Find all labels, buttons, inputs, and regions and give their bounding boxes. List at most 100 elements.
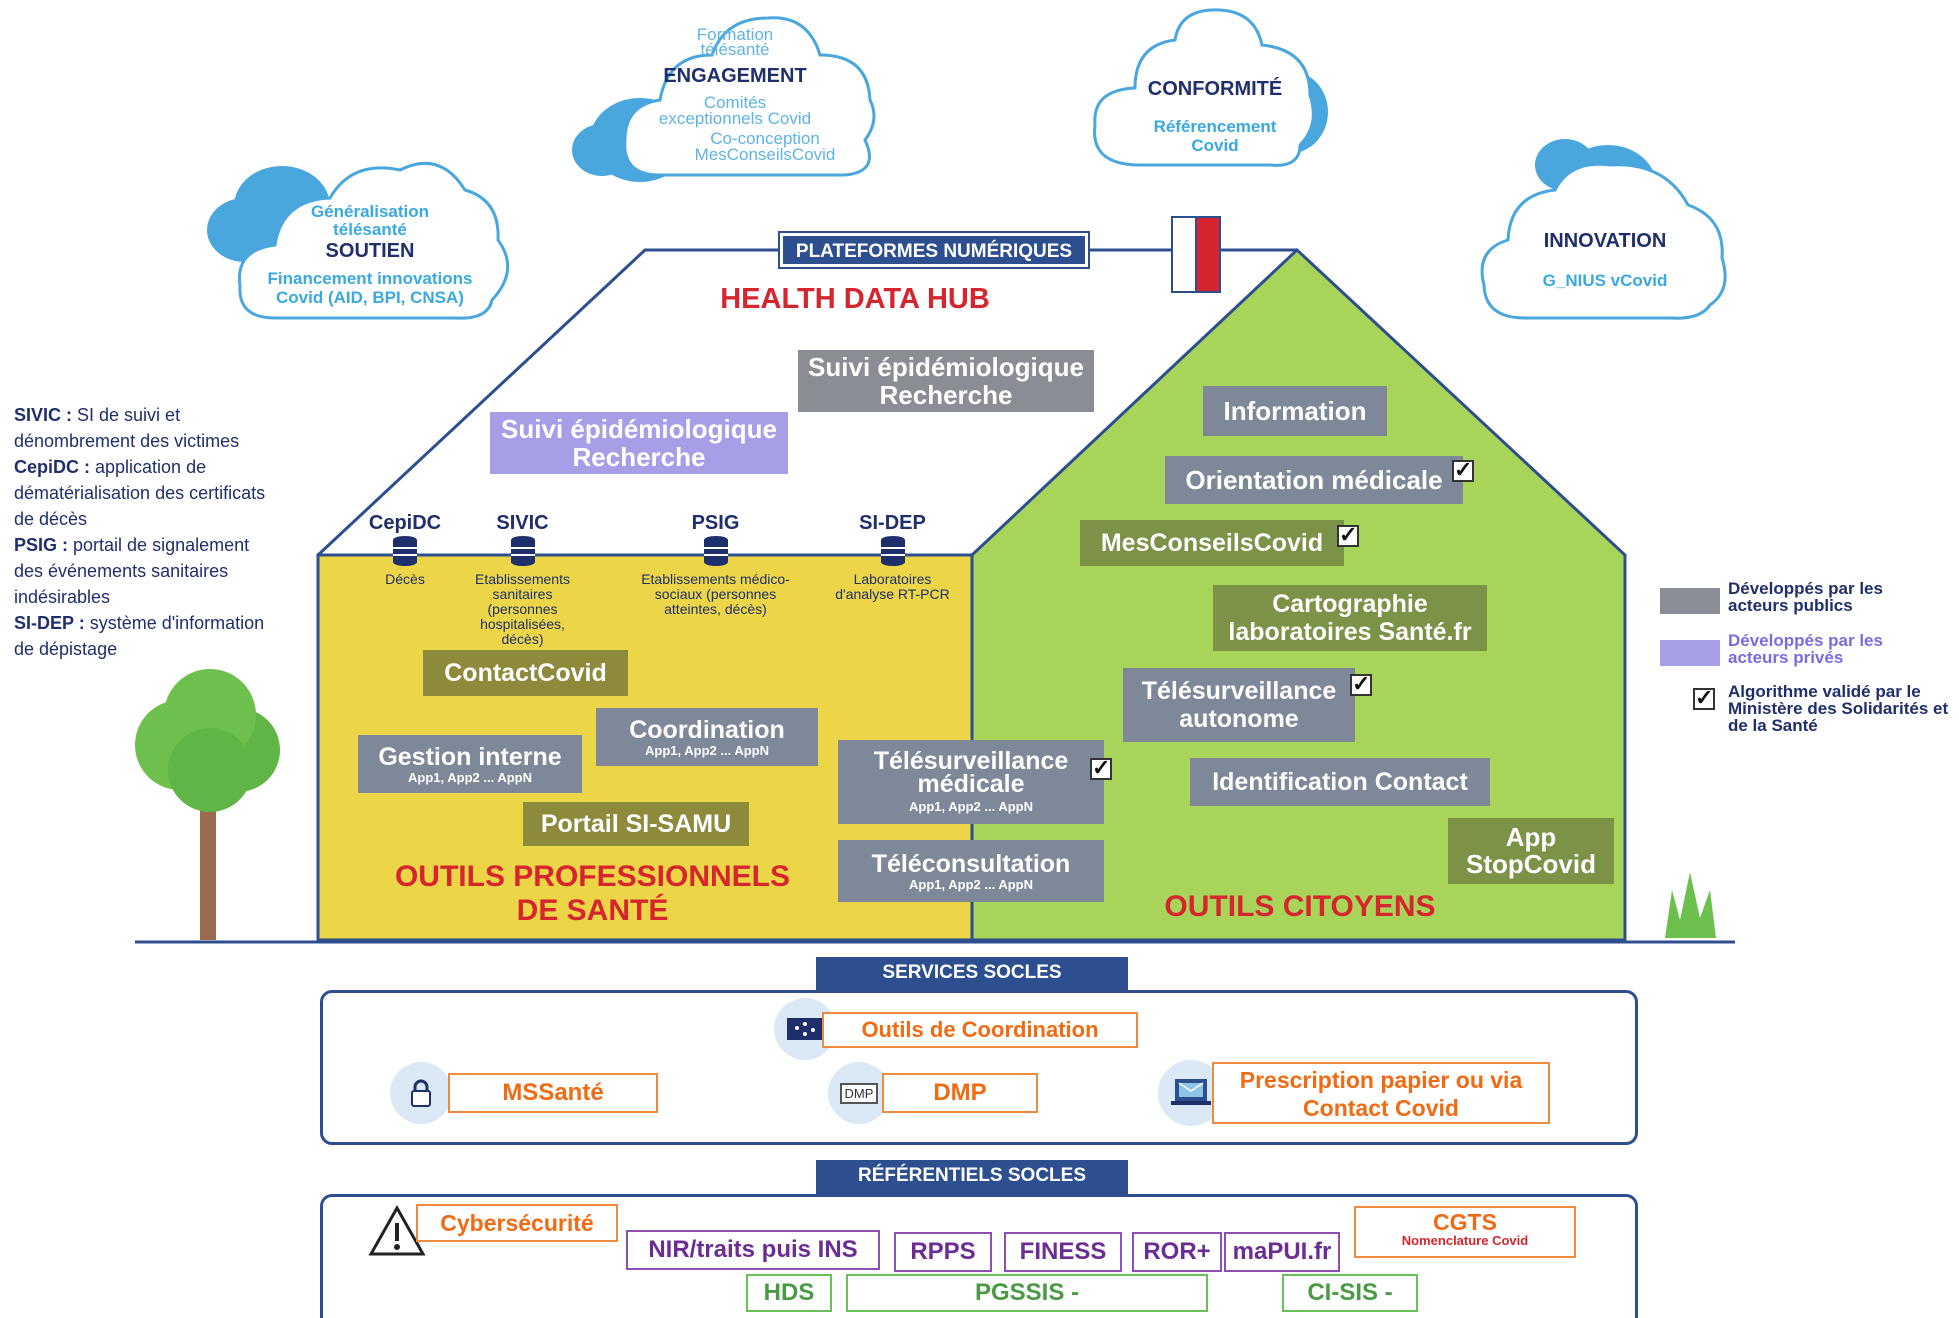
db-sidep-name: SI-DEP (859, 512, 926, 534)
db-sidep: SI-DEP Laboratoires d'analyse RT-PCR (825, 512, 960, 602)
cisis-box[interactable]: CI-SIS - (1282, 1274, 1418, 1312)
engagement-line4: exceptionnels Covid (658, 109, 812, 128)
legend-private: Développés par les acteurs privés (1728, 632, 1883, 666)
legend-public-swatch (1660, 588, 1720, 614)
gestion-interne-box[interactable]: Gestion interne App1, App2 ... AppN (358, 735, 582, 793)
db-cepidc-name: CepiDC (368, 512, 442, 534)
engagement-line3: Comités (703, 93, 767, 112)
db-sivic: SIVIC Etablissements sanitaires (personn… (460, 512, 585, 647)
outils-coordination-box[interactable]: Outils de Coordination (822, 1012, 1138, 1048)
portail-samu-box[interactable]: Portail SI-SAMU (523, 802, 749, 846)
cartographie-line2: laboratoires Santé.fr (1228, 618, 1472, 646)
lock-icon (390, 1062, 452, 1124)
cybersecurite-box[interactable]: Cybersécurité (416, 1204, 618, 1242)
warning-icon (368, 1205, 426, 1256)
gestion-title: Gestion interne (378, 743, 562, 771)
rpps-box[interactable]: RPPS (894, 1232, 992, 1272)
pro-title-line2: DE SANTÉ (516, 894, 669, 927)
legend-private-line1: Développés par les (1728, 631, 1883, 650)
cloud-engagement: Formation télésanté ENGAGEMENT Comités e… (620, 26, 850, 176)
referentiels-title: RÉFÉRENTIELS SOCLES (816, 1160, 1128, 1194)
information-box[interactable]: Information (1203, 386, 1387, 436)
cartographie-line1: Cartographie (1272, 590, 1428, 618)
cgts-title: CGTS (1433, 1209, 1497, 1235)
db-psig-name: PSIG (691, 512, 740, 534)
definition-line: CepiDC : application de (14, 457, 207, 477)
conformite-line2: Covid (1191, 136, 1239, 155)
tree-foliage-bottom (168, 728, 252, 812)
prescription-box[interactable]: Prescription papier ou via Contact Covid (1212, 1062, 1550, 1124)
hub-title: HEALTH DATA HUB (720, 283, 990, 315)
conformite-title: CONFORMITÉ (1147, 78, 1283, 100)
legend-validated-line2: Ministère des Solidarités et (1728, 699, 1949, 718)
soutien-title: SOUTIEN (325, 240, 415, 262)
legend-public-line1: Développés par les (1728, 579, 1883, 598)
legend-public: Développés par les acteurs publics (1728, 580, 1883, 614)
coordination-sub: App1, App2 ... AppN (645, 743, 769, 758)
cloud-engagement-shape (572, 16, 876, 182)
telesurv-med-line1: Télésurveillance (873, 747, 1069, 775)
coordination-box[interactable]: Coordination App1, App2 ... AppN (596, 708, 818, 766)
suivi-prive-box[interactable]: Suivi épidémiologique Recherche (490, 412, 788, 474)
dmp-box[interactable]: DMP (882, 1073, 1038, 1113)
telesurv-auto-line1: Télésurveillance (1141, 677, 1337, 705)
referentiels-frame (320, 1194, 1638, 1318)
soutien-line1: Généralisation (310, 202, 430, 221)
legend-validated: Algorithme validé par le Ministère des S… (1728, 683, 1948, 734)
engagement-line2: télésanté (700, 40, 770, 59)
database-icon (880, 536, 905, 566)
nir-box[interactable]: NIR/traits puis INS (626, 1230, 880, 1270)
services-title: SERVICES SOCLES (816, 957, 1128, 991)
soutien-line4: Covid (AID, BPI, CNSA) (276, 288, 464, 307)
mapui-box[interactable]: maPUI.fr (1224, 1232, 1340, 1272)
pro-title: OUTILS PROFESSIONNELS DE SANTÉ (360, 860, 825, 928)
finess-box[interactable]: FINESS (1004, 1232, 1122, 1272)
validated-check-icon: ✓ (1350, 671, 1372, 696)
prescription-line1: Prescription papier ou via (1239, 1067, 1523, 1093)
mesconseilscovid-box[interactable]: MesConseilsCovid (1080, 520, 1344, 566)
cgts-box[interactable]: CGTS Nomenclature Covid (1354, 1206, 1576, 1258)
roof-label: PLATEFORMES NUMÉRIQUES (778, 231, 1090, 269)
app-stopcovid-box[interactable]: App StopCovid (1448, 818, 1614, 884)
validated-check-icon: ✓ (1337, 522, 1359, 547)
suivi-public-line1: Suivi épidémiologique (808, 352, 1084, 382)
tree-trunk (200, 790, 216, 940)
soutien-line2: télésanté (333, 220, 407, 239)
grass-tuft (1665, 872, 1716, 938)
pgssis-box[interactable]: PGSSIS - (846, 1274, 1208, 1312)
db-sivic-desc: Etablissements sanitaires (personnes hos… (475, 571, 570, 647)
cloud-conformite: CONFORMITÉ Référencement Covid (1100, 75, 1330, 165)
contactcovid-box[interactable]: ContactCovid (423, 650, 628, 696)
teleconsult-sub: App1, App2 ... AppN (909, 877, 1033, 892)
ror-box[interactable]: ROR+ (1132, 1232, 1222, 1272)
engagement-title: ENGAGEMENT (663, 65, 807, 87)
validated-check-icon: ✓ (1090, 755, 1112, 780)
flag-red (1195, 216, 1221, 293)
cartographie-box[interactable]: Cartographie laboratoires Santé.fr (1213, 585, 1487, 651)
database-icon (510, 536, 535, 566)
definition-line: dématérialisation des certificats (14, 483, 266, 503)
services-frame (320, 990, 1638, 1145)
engagement-line5: Co-conception (710, 129, 820, 148)
suivi-public-box[interactable]: Suivi épidémiologique Recherche (798, 350, 1094, 412)
identification-contact-box[interactable]: Identification Contact (1190, 758, 1490, 806)
mssante-box[interactable]: MSSanté (448, 1073, 658, 1113)
cloud-soutien: Généralisation télésanté SOUTIEN Finance… (240, 200, 500, 320)
telesurv-med-line2: médicale (917, 770, 1025, 798)
telesurv-med-sub: App1, App2 ... AppN (909, 799, 1033, 814)
conformite-line1: Référencement (1153, 117, 1277, 136)
dmp-icon: DMP (828, 1062, 890, 1124)
db-psig: PSIG Etablissements médico-sociaux (pers… (618, 512, 813, 617)
teleconsultation-box[interactable]: Téléconsultation App1, App2 ... AppN (838, 840, 1104, 902)
definition-line: des événements sanitaires (14, 561, 229, 581)
definition-line: indésirables (14, 587, 111, 607)
telesurveillance-autonome-box[interactable]: Télésurveillance autonome (1123, 668, 1355, 742)
orientation-medicale-box[interactable]: Orientation médicale (1165, 456, 1463, 504)
legend-validated-line1: Algorithme validé par le (1728, 682, 1921, 701)
cloud-conformite-shape (1093, 8, 1328, 167)
telesurveillance-medicale-box[interactable]: Télésurveillance médicale App1, App2 ...… (838, 740, 1104, 824)
hds-box[interactable]: HDS (746, 1274, 832, 1312)
database-icon (703, 536, 728, 566)
definition-line: PSIG : portail de signalement (14, 535, 250, 555)
